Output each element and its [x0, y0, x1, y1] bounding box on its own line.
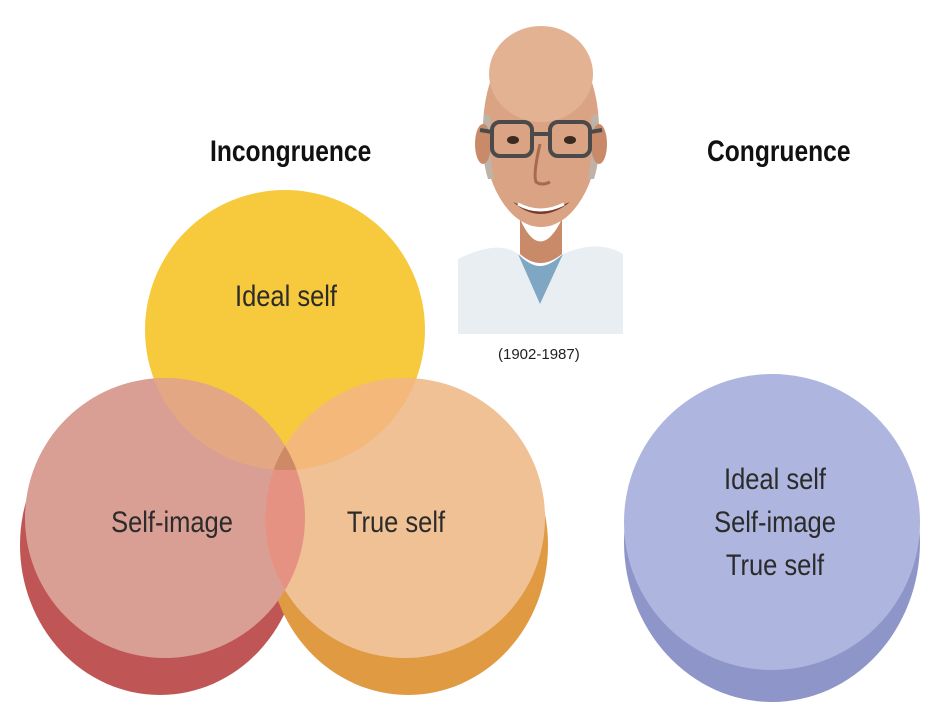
portrait-photo	[458, 4, 623, 334]
congruence-circle	[624, 374, 920, 670]
smile	[513, 202, 570, 214]
incongruence-venn: Ideal self Self-image True self	[25, 190, 545, 658]
congruence-diagram: Ideal self Self-image True self	[624, 374, 920, 702]
congruence-line-1: Ideal self	[724, 462, 826, 495]
true-self-label: True self	[347, 505, 445, 538]
ideal-true-overlap	[265, 378, 425, 470]
congruence-line-2: Self-image	[714, 505, 836, 538]
ideal-self-label: Ideal self	[235, 279, 337, 312]
shirt	[458, 246, 623, 334]
ideal-image-overlap	[145, 378, 305, 470]
incongruence-heading: Incongruence	[210, 135, 372, 168]
glasses	[479, 120, 603, 158]
congruence-line-3: True self	[726, 548, 824, 581]
self-image-label: Self-image	[111, 505, 233, 538]
portrait-caption: (1902-1987)	[498, 346, 580, 363]
congruence-heading: Congruence	[707, 135, 851, 168]
